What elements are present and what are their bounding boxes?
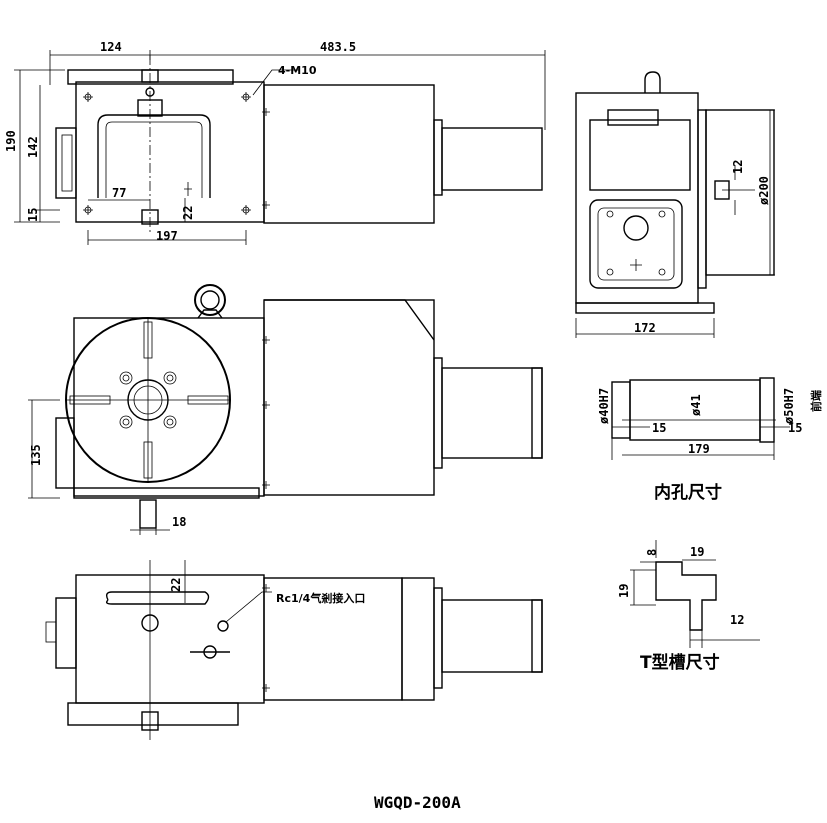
dim-483-5: 483.5 [320, 40, 356, 54]
tslot-dim-19-top: 19 [690, 545, 704, 559]
dim-179: 179 [688, 442, 710, 456]
tslot-dim-12: 12 [730, 613, 744, 627]
top-view: 124 483.5 190 142 15 77 22 197 4-M10 [4, 40, 546, 245]
dim-15-bore-right: 15 [788, 421, 802, 435]
tslot-title: T型槽尺寸 [640, 652, 720, 673]
bottom-view: 22 Rc1/4气剎接入口 [45, 560, 543, 740]
bore-title: 内孔尺寸 [654, 482, 722, 503]
side-view: 12 ø200 172 [575, 71, 775, 338]
bolt-holes-note: 4-M10 [278, 64, 317, 77]
dim-172: 172 [634, 321, 656, 335]
front-end-label: 前端 [809, 390, 823, 412]
tslot-detail: 8 19 19 12 T型槽尺寸 [617, 540, 760, 673]
dim-124: 124 [100, 40, 122, 54]
dim-190: 190 [4, 130, 18, 152]
dim-dia-40h7: ø40H7 [597, 388, 611, 424]
dim-12-side: 12 [731, 160, 745, 174]
dim-dia-41: ø41 [689, 394, 703, 416]
dim-22-bottom: 22 [169, 578, 183, 592]
dim-77: 77 [112, 186, 126, 200]
tslot-dim-8: 8 [645, 549, 659, 556]
dim-142: 142 [26, 136, 40, 158]
dim-22-top: 22 [181, 206, 195, 220]
dim-dia-200: ø200 [757, 176, 771, 205]
front-view: 135 18 [28, 284, 543, 535]
dim-197: 197 [156, 229, 178, 243]
air-inlet-note: Rc1/4气剎接入口 [276, 591, 365, 605]
dim-135: 135 [29, 444, 43, 466]
dim-dia-50h7: ø50H7 [782, 388, 796, 424]
bore-detail: ø40H7 ø41 ø50H7 前端 15 15 179 内孔尺寸 [597, 377, 823, 503]
tslot-dim-19-left: 19 [617, 584, 631, 598]
dim-15-bore-left: 15 [652, 421, 666, 435]
dim-15-top: 15 [26, 208, 40, 222]
model-number: WGQD-200A [374, 793, 461, 812]
dim-18: 18 [172, 515, 186, 529]
